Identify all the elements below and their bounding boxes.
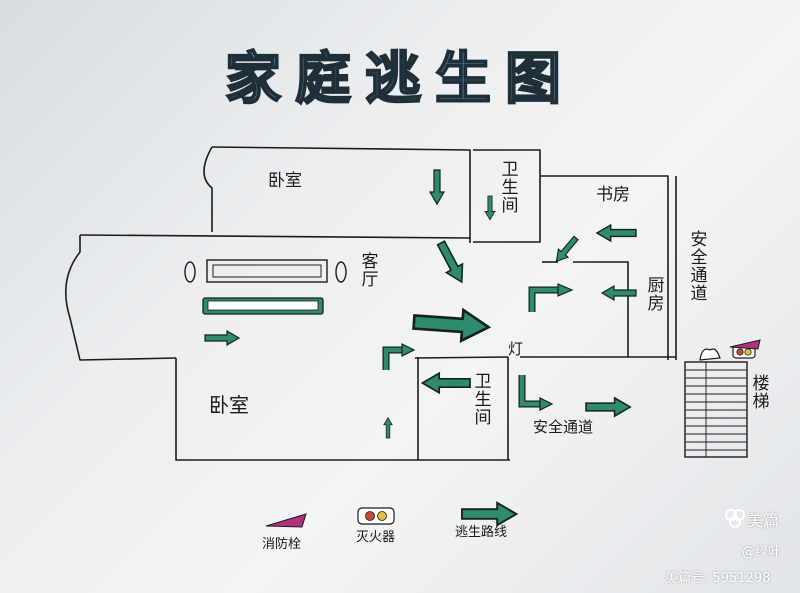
- route-arrow: [429, 169, 445, 205]
- room-label-bathroom-bottom: 卫生间: [474, 372, 492, 428]
- legend-hydrant-label: 消防栓: [262, 537, 302, 552]
- route-arrow: [550, 233, 582, 267]
- legend-route-label: 逃生路线: [455, 525, 508, 540]
- label-safe-passage-right: 安全通道: [690, 230, 708, 304]
- sofa-top: [206, 259, 328, 283]
- page-title: 家庭逃生图: [224, 46, 575, 113]
- label-lamp: 灯: [508, 340, 524, 358]
- room-label-kitchen: 厨房: [647, 276, 665, 314]
- route-arrow: [601, 285, 637, 301]
- route-arrow: [585, 397, 631, 417]
- route-arrow: [204, 330, 240, 346]
- meipian-logo-icon: [725, 509, 745, 528]
- room-label-bedroom-top: 卧室: [268, 171, 302, 191]
- legend-hydrant-icon: [265, 513, 307, 528]
- route-arrow: [411, 305, 492, 344]
- armchairs: [184, 261, 347, 283]
- legend-route-icon: [461, 501, 518, 527]
- room-label-bedroom-bottom: 卧室: [209, 393, 249, 417]
- label-safe-passage-bottom: 安全通道: [533, 418, 594, 436]
- room-label-bathroom-top: 卫生间: [501, 160, 519, 216]
- stairs: [684, 348, 748, 458]
- watermark-author: @绿叶: [742, 545, 782, 560]
- walls: [64, 146, 677, 461]
- watermark-id: 美篇号: 5951298: [665, 571, 771, 586]
- room-label-living-room: 客厅: [361, 252, 379, 290]
- extinguisher-icon: [732, 345, 756, 359]
- route-arrow: [421, 372, 471, 394]
- route-arrow: [432, 237, 471, 288]
- watermark-brand: 美篇: [747, 511, 780, 530]
- route-arrow: [484, 195, 496, 221]
- legend-extinguisher-icon: [357, 507, 395, 525]
- hydrant-icon: [729, 339, 761, 350]
- route-arrow: [596, 224, 637, 242]
- legend-extinguisher-label: 灭火器: [356, 530, 396, 545]
- label-stairs: 楼梯: [752, 374, 770, 412]
- escape-routes: [204, 169, 637, 439]
- sofa-bottom: [202, 297, 324, 315]
- room-label-study: 书房: [596, 185, 630, 205]
- route-arrow: [383, 417, 393, 439]
